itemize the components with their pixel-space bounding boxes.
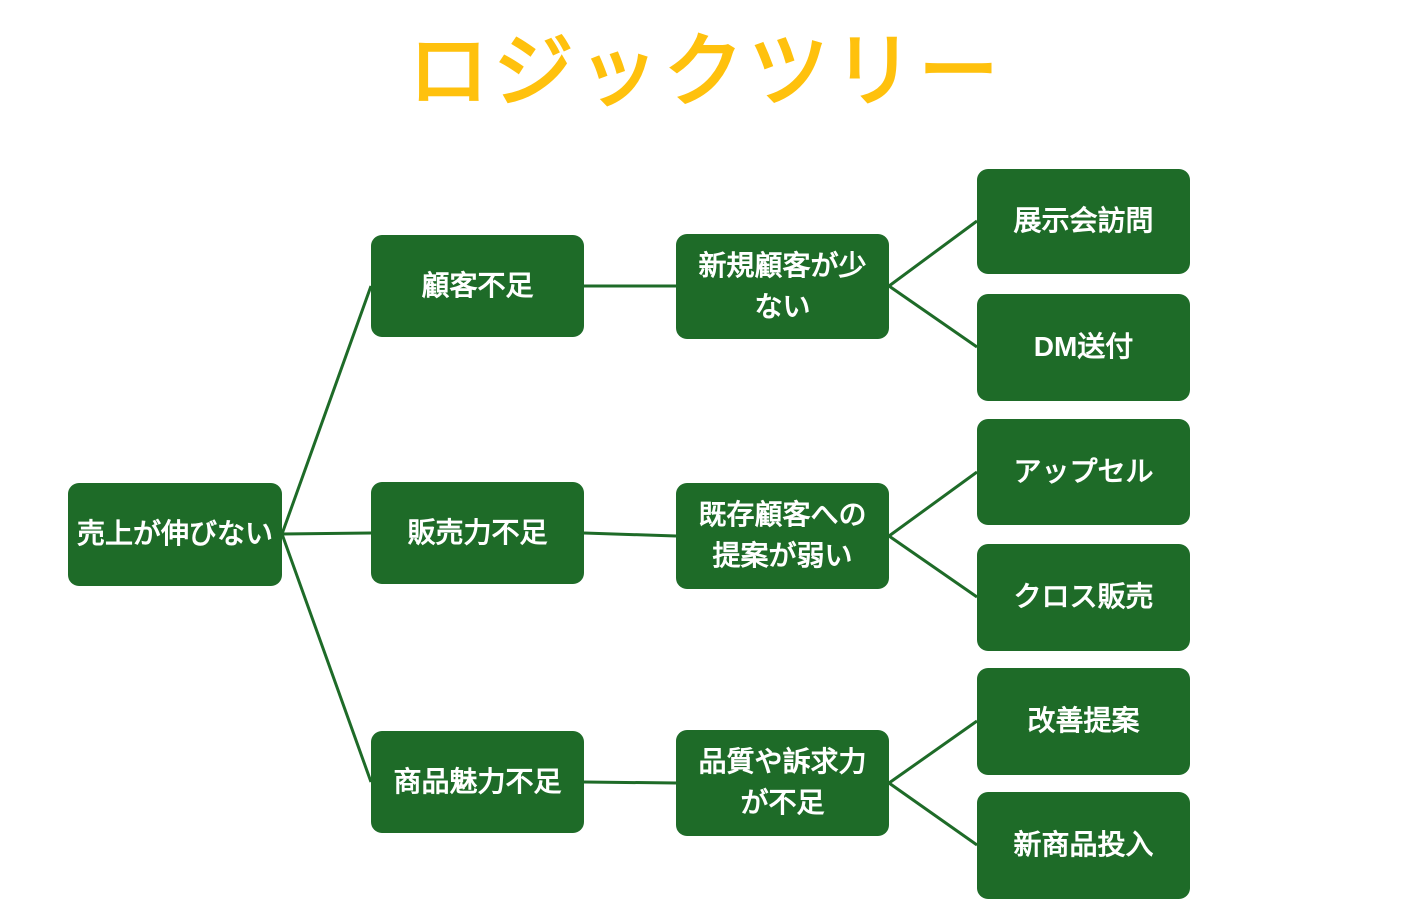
connector-subcause-3-to-action-6: [888, 781, 978, 847]
connector-subcause-2-to-action-4: [888, 534, 978, 599]
node-action-cross-selling: クロス販売: [977, 544, 1190, 651]
node-cause-product-appeal-shortage: 商品魅力不足: [371, 731, 584, 833]
node-subcause-few-new-customers: 新規顧客が少 ない: [676, 234, 889, 339]
node-action-new-product-launch: 新商品投入: [977, 792, 1190, 899]
node-root-problem: 売上が伸びない: [68, 483, 282, 586]
diagram-title: ロジックツリー: [408, 27, 1004, 116]
node-subcause-insufficient-quality-appeal: 品質や訴求力 が不足: [676, 730, 889, 836]
node-cause-customer-shortage: 顧客不足: [371, 235, 584, 337]
node-action-dm-sending: DM送付: [977, 294, 1190, 401]
connector-root-to-cause-1: [280, 285, 373, 535]
node-cause-sales-power-shortage: 販売力不足: [371, 482, 584, 584]
connector-cause-2-to-subcause-2: [583, 531, 677, 538]
connector-root-to-cause-3: [280, 533, 373, 783]
connector-subcause-2-to-action-3: [888, 470, 978, 538]
connector-subcause-3-to-action-5: [888, 719, 978, 785]
connector-cause-3-to-subcause-3: [583, 780, 677, 785]
node-action-upsell: アップセル: [977, 419, 1190, 525]
node-subcause-weak-proposals-existing-customers: 既存顧客への 提案が弱い: [676, 483, 889, 589]
connector-root-to-cause-2: [281, 531, 372, 536]
node-action-improvement-proposal: 改善提案: [977, 668, 1190, 775]
node-action-trade-show-visits: 展示会訪問: [977, 169, 1190, 274]
connector-subcause-1-to-action-2: [888, 284, 978, 349]
connector-subcause-1-to-action-1: [888, 219, 978, 288]
